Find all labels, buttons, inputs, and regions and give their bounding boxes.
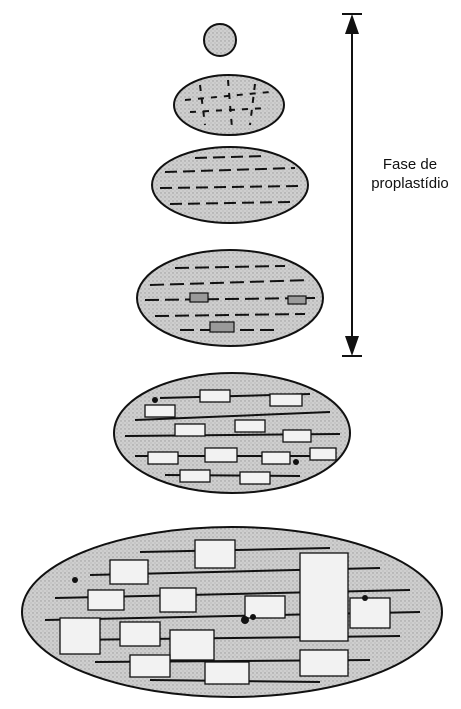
phase-label-line-1: Fase de	[360, 155, 460, 174]
plastid-stage-2	[174, 75, 284, 135]
phase-label: Fase de proplastídio	[360, 155, 460, 193]
phase-range-arrow	[342, 14, 362, 356]
plastid-stage-6	[22, 527, 442, 697]
plastid-stage-5	[114, 373, 350, 493]
plastid-stage-4	[137, 250, 323, 346]
plastid-stage-1	[204, 24, 236, 56]
plastid-stage-3	[152, 147, 308, 223]
phase-label-line-2: proplastídio	[360, 174, 460, 193]
